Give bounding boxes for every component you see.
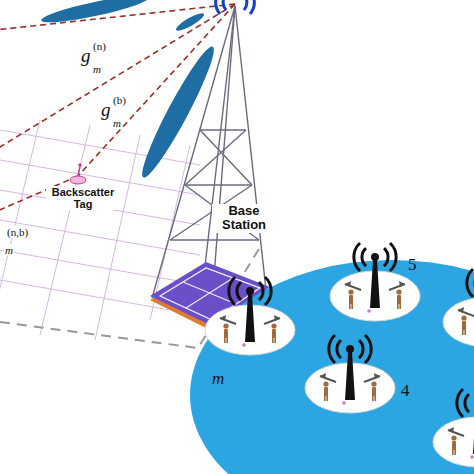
channel-superscript: (n,b)	[6, 226, 29, 238]
channel-subscript: m	[4, 244, 14, 256]
base-station-label: Base Station	[212, 204, 276, 233]
callout-number: 5	[408, 256, 417, 275]
channel-symbol: g	[100, 100, 112, 121]
channel-subscript: m	[92, 63, 102, 75]
channel-subscript: m	[112, 117, 122, 129]
callout-number: 4	[401, 382, 410, 401]
cell-index: m	[212, 370, 224, 389]
channel-superscript: (n)	[92, 40, 107, 52]
channel-superscript: (b)	[112, 94, 127, 106]
tag-label: Backscatter Tag	[46, 186, 120, 210]
channel-symbol: g	[80, 46, 92, 67]
